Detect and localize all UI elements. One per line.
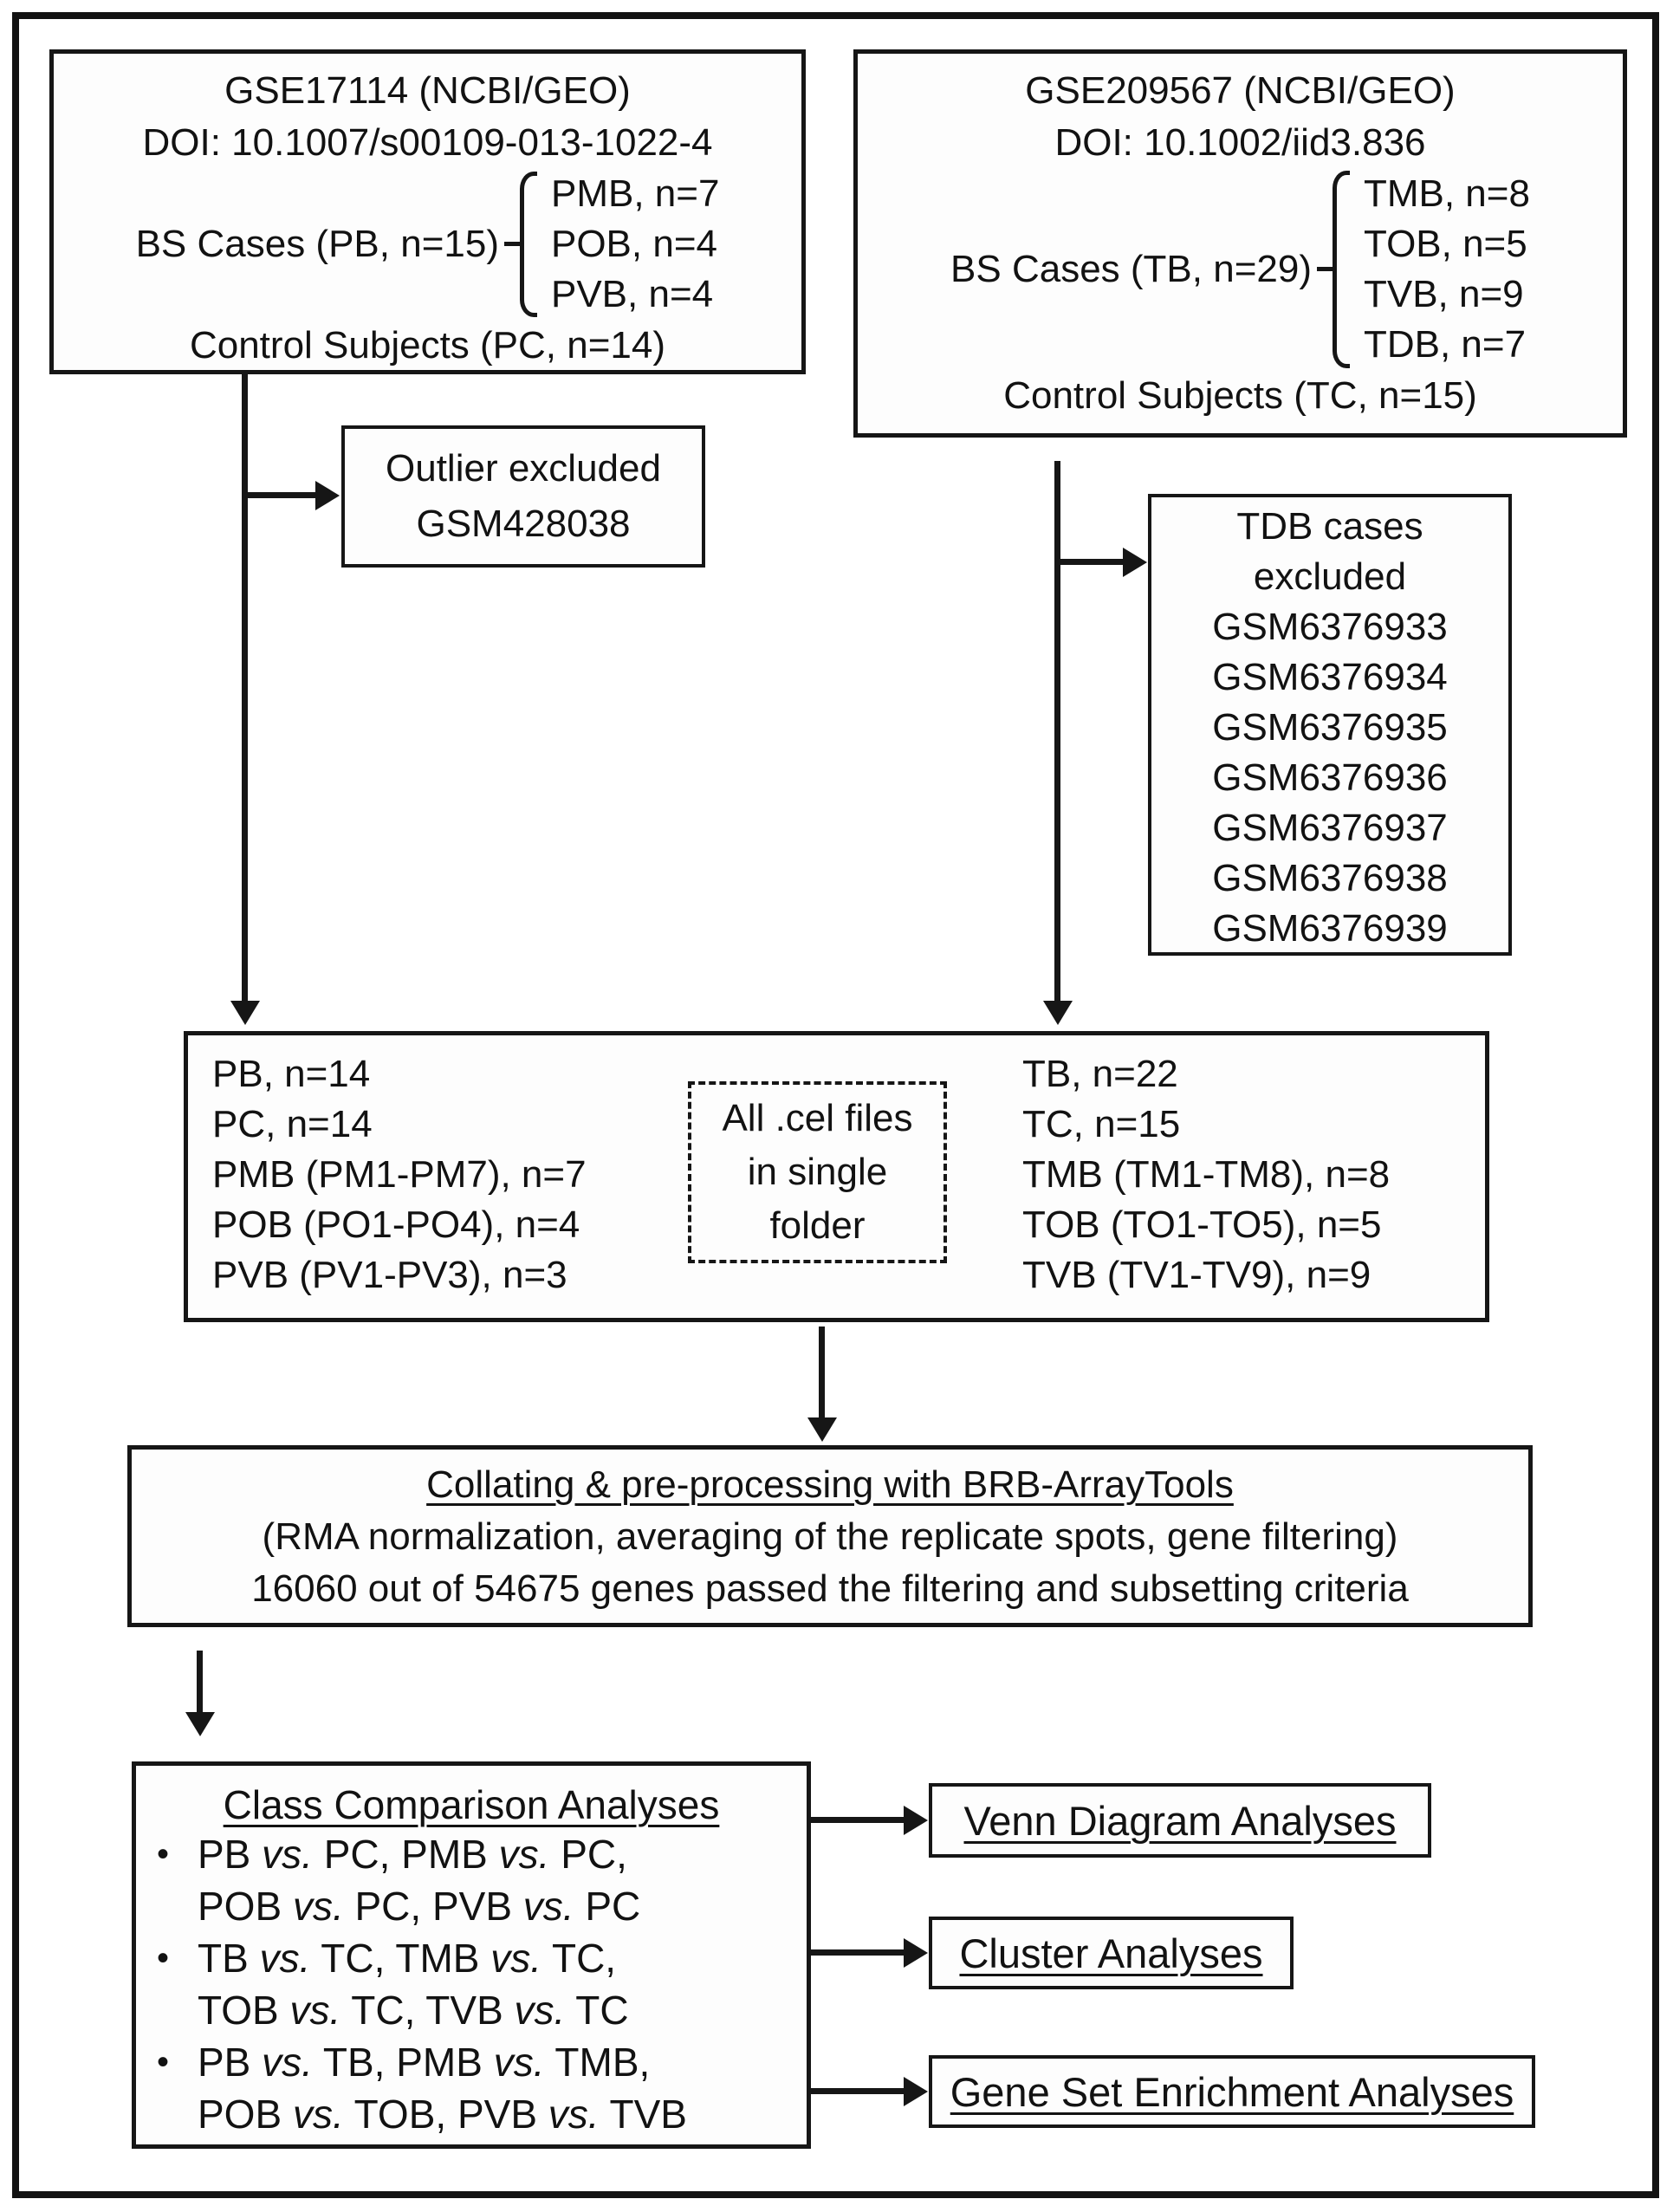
note-line: TDB cases [1236,505,1423,548]
list-item: TOB (TO1-TO5), n=5 [1022,1203,1382,1246]
comparison-bullet: • PB vs. TB, PMB vs. TMB, POB vs. TOB, P… [136,2036,807,2140]
comparison-line: TOB vs. TC, TVB vs. TC [198,1988,629,2033]
arrow-pooled-to-processing [819,1327,825,1418]
sample-id: GSM6376934 [1212,656,1448,698]
case-group: POB, n=4 [550,223,717,265]
comparison-bullet: • TB vs. TC, TMB vs. TC, TOB vs. TC, TVB… [136,1932,807,2036]
bullet-icon: • [157,2043,170,2081]
comparison-line: TB vs. TC, TMB vs. TC, [198,1936,617,1981]
brace-icon [1316,171,1350,368]
cases-label: BS Cases (PB, n=15) [135,223,499,265]
arrow-processing-to-class [197,1651,203,1713]
dataset-title: GSE17114 (NCBI/GEO) [224,69,631,112]
bullet-icon: • [157,1835,170,1873]
note-line: GSM428038 [416,503,631,545]
tdb-excluded-box: TDB cases excluded GSM6376933 GSM6376934… [1148,494,1512,956]
comparison-line: PB vs. TB, PMB vs. TMB, [198,2040,651,2085]
controls-line: Control Subjects (PC, n=14) [189,324,666,367]
list-item: PC, n=14 [212,1103,373,1145]
comparison-line: POB vs. TOB, PVB vs. TVB [198,2092,687,2137]
dataset-gse17114-box: GSE17114 (NCBI/GEO) DOI: 10.1007/s00109-… [49,49,806,374]
output-label: Cluster Analyses [959,1930,1263,1976]
dataset-doi: DOI: 10.1002/iid3.836 [1054,121,1426,164]
note-line: in single [747,1151,888,1193]
class-comparison-title: Class Comparison Analyses [223,1782,720,1827]
list-item: TVB (TV1-TV9), n=9 [1022,1254,1371,1296]
processing-detail: (RMA normalization, averaging of the rep… [262,1515,1398,1558]
pooled-right-list: TB, n=22 TC, n=15 TMB (TM1-TM8), n=8 TOB… [1022,1049,1390,1301]
pooled-left-list: PB, n=14 PC, n=14 PMB (PM1-PM7), n=7 POB… [212,1049,587,1301]
case-group: TDB, n=7 [1363,323,1527,366]
outlier-excluded-box: Outlier excluded GSM428038 [341,425,705,568]
list-item: TB, n=22 [1022,1053,1178,1095]
sample-id: GSM6376937 [1212,807,1448,849]
note-line: folder [769,1204,866,1247]
class-comparison-box: Class Comparison Analyses • PB vs. PC, P… [132,1761,811,2149]
sample-id: GSM6376936 [1212,756,1448,799]
arrow-right-dataset-to-pooled [1054,461,1060,1002]
list-item: PB, n=14 [212,1053,371,1095]
sample-id: GSM6376938 [1212,857,1448,899]
comparison-bullet: • PB vs. PC, PMB vs. PC, POB vs. PC, PVB… [136,1828,807,1932]
list-item: PMB (PM1-PM7), n=7 [212,1153,587,1196]
sample-id: GSM6376933 [1212,606,1448,648]
dataset-gse209567-box: GSE209567 (NCBI/GEO) DOI: 10.1002/iid3.8… [853,49,1627,438]
list-item: TC, n=15 [1022,1103,1181,1145]
note-line: excluded [1253,555,1407,598]
case-group-list: PMB, n=7 POB, n=4 PVB, n=4 [551,169,719,320]
arrow-to-outlier-box [247,492,316,498]
sample-id: GSM6376939 [1212,907,1448,950]
case-group: TOB, n=5 [1363,223,1527,265]
cluster-analyses-box: Cluster Analyses [929,1917,1294,1989]
dataset-doi: DOI: 10.1007/s00109-013-1022-4 [142,121,713,164]
output-label: Venn Diagram Analyses [963,1797,1397,1844]
brace-icon [503,172,537,317]
bullet-icon: • [157,1939,170,1977]
case-group: PVB, n=4 [550,273,714,315]
list-item: PVB (PV1-PV3), n=3 [212,1254,567,1296]
arrow-class-to-cluster [811,1949,905,1956]
case-group-list: TMB, n=8 TOB, n=5 TVB, n=9 TDB, n=7 [1364,169,1530,370]
venn-analyses-box: Venn Diagram Analyses [929,1783,1431,1858]
cel-files-note-box: All .cel files in single folder [688,1081,947,1263]
dataset-title: GSE209567 (NCBI/GEO) [1025,69,1456,112]
case-group: TVB, n=9 [1363,273,1524,315]
sample-id: GSM6376935 [1212,706,1448,749]
figure-border [12,12,1659,2198]
list-item: TMB (TM1-TM8), n=8 [1022,1153,1391,1196]
arrow-left-dataset-to-pooled [242,374,248,1002]
cases-row: BS Cases (TB, n=29) TMB, n=8 TOB, n=5 TV… [858,169,1623,370]
note-line: All .cel files [722,1097,913,1139]
preprocessing-box: Collating & pre-processing with BRB-Arra… [127,1445,1533,1627]
pooled-cohorts-box: PB, n=14 PC, n=14 PMB (PM1-PM7), n=7 POB… [184,1031,1489,1322]
comparison-line: POB vs. PC, PVB vs. PC [198,1884,641,1929]
arrow-to-tdb-box [1060,559,1124,565]
gsea-analyses-box: Gene Set Enrichment Analyses [929,2055,1535,2128]
arrow-class-to-venn [811,1817,905,1823]
cases-label: BS Cases (TB, n=29) [950,248,1312,290]
cases-row: BS Cases (PB, n=15) PMB, n=7 POB, n=4 PV… [54,169,801,320]
comparison-line: PB vs. PC, PMB vs. PC, [198,1832,627,1877]
note-line: Outlier excluded [386,447,661,490]
processing-title: Collating & pre-processing with BRB-Arra… [426,1463,1234,1506]
case-group: PMB, n=7 [550,172,720,215]
list-item: POB (PO1-PO4), n=4 [212,1203,580,1246]
controls-line: Control Subjects (TC, n=15) [1003,374,1477,417]
arrow-class-to-gsea [811,2088,905,2094]
processing-result: 16060 out of 54675 genes passed the filt… [251,1567,1409,1610]
case-group: TMB, n=8 [1363,172,1530,215]
output-label: Gene Set Enrichment Analyses [950,2068,1514,2115]
